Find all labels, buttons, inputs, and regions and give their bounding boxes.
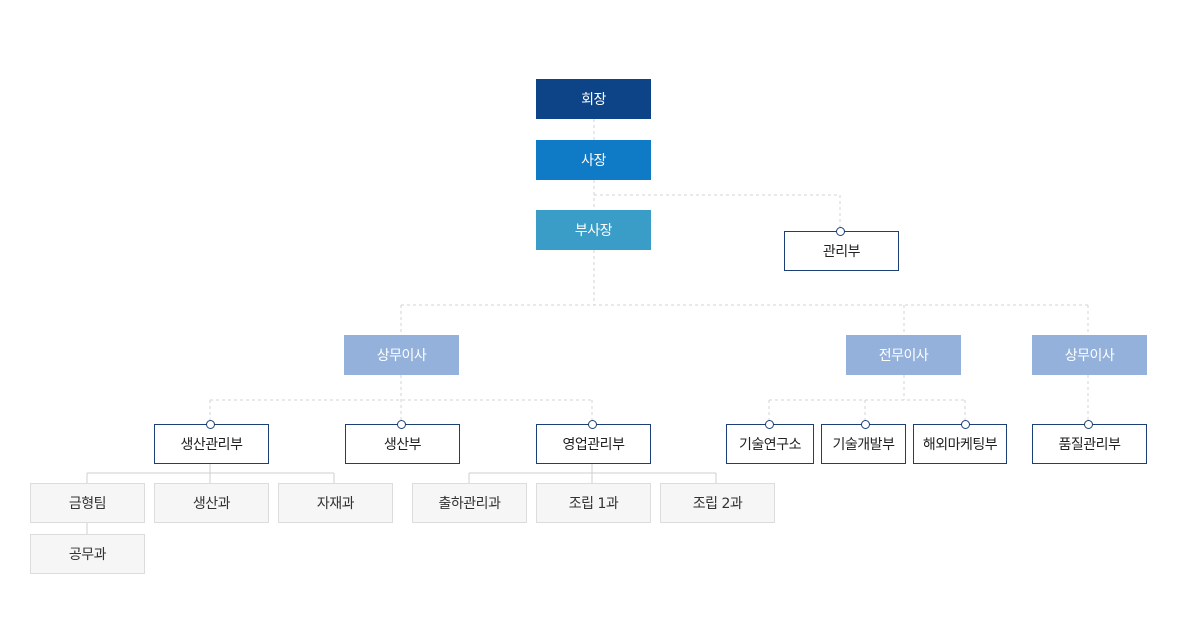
mold-team-box: 금형팀 bbox=[30, 483, 145, 523]
overseas-marketing-dept-box: 해외마케팅부 bbox=[913, 424, 1007, 464]
director-label-1: 상무이사 bbox=[376, 348, 427, 364]
sales-mgmt-dept-box: 영업관리부 bbox=[536, 424, 651, 464]
assembly-1-section-box: 조립 1과 bbox=[536, 483, 651, 523]
chairman-label: 회장 bbox=[581, 92, 606, 108]
production-dept-box: 생산부 bbox=[345, 424, 460, 464]
vice-president-label: 부사장 bbox=[574, 223, 613, 239]
director-label-2: 전무이사 bbox=[878, 348, 929, 364]
sales-mgmt-dept-label: 영업관리부 bbox=[562, 437, 625, 453]
connector-dot-tech-dev bbox=[861, 420, 870, 429]
director-box-3: 상무이사 bbox=[1032, 335, 1147, 375]
overseas-marketing-dept-label: 해외마케팅부 bbox=[922, 437, 998, 453]
president-label: 사장 bbox=[581, 153, 606, 169]
president-box: 사장 bbox=[536, 140, 651, 180]
tech-lab-label: 기술연구소 bbox=[739, 437, 801, 453]
quality-mgmt-dept-box: 품질관리부 bbox=[1032, 424, 1147, 464]
connector-dot-sales-mgmt bbox=[588, 420, 597, 429]
assembly-2-section-label: 조립 2과 bbox=[692, 496, 743, 512]
connector-dot-quality-mgmt bbox=[1084, 420, 1093, 429]
prod-mgmt-dept-label: 생산관리부 bbox=[180, 437, 243, 453]
assembly-2-section-box: 조립 2과 bbox=[660, 483, 775, 523]
admin-dept-box: 관리부 bbox=[784, 231, 899, 271]
shipping-mgmt-section-box: 출하관리과 bbox=[412, 483, 527, 523]
tech-lab-box: 기술연구소 bbox=[726, 424, 814, 464]
admin-dept-label: 관리부 bbox=[822, 244, 861, 260]
director-box-1: 상무이사 bbox=[344, 335, 459, 375]
connector-dot-prod-mgmt bbox=[206, 420, 215, 429]
assembly-1-section-label: 조립 1과 bbox=[568, 496, 619, 512]
works-section-label: 공무과 bbox=[68, 547, 107, 563]
production-dept-label: 생산부 bbox=[383, 437, 422, 453]
director-label-3: 상무이사 bbox=[1064, 348, 1115, 364]
production-section-label: 생산과 bbox=[192, 496, 231, 512]
shipping-mgmt-section-label: 출하관리과 bbox=[438, 496, 501, 512]
mold-team-label: 금형팀 bbox=[68, 496, 107, 512]
works-section-box: 공무과 bbox=[30, 534, 145, 574]
materials-section-box: 자재과 bbox=[278, 483, 393, 523]
connector-dot-production bbox=[397, 420, 406, 429]
vice-president-box: 부사장 bbox=[536, 210, 651, 250]
connector-dot-admin bbox=[836, 227, 845, 236]
prod-mgmt-dept-box: 생산관리부 bbox=[154, 424, 269, 464]
quality-mgmt-dept-label: 품질관리부 bbox=[1058, 437, 1121, 453]
connector-dot-overseas-mkt bbox=[961, 420, 970, 429]
chairman-box: 회장 bbox=[536, 79, 651, 119]
tech-dev-dept-box: 기술개발부 bbox=[821, 424, 906, 464]
director-box-2: 전무이사 bbox=[846, 335, 961, 375]
connector-dot-tech-lab bbox=[765, 420, 774, 429]
production-section-box: 생산과 bbox=[154, 483, 269, 523]
materials-section-label: 자재과 bbox=[316, 496, 355, 512]
tech-dev-dept-label: 기술개발부 bbox=[832, 437, 895, 453]
